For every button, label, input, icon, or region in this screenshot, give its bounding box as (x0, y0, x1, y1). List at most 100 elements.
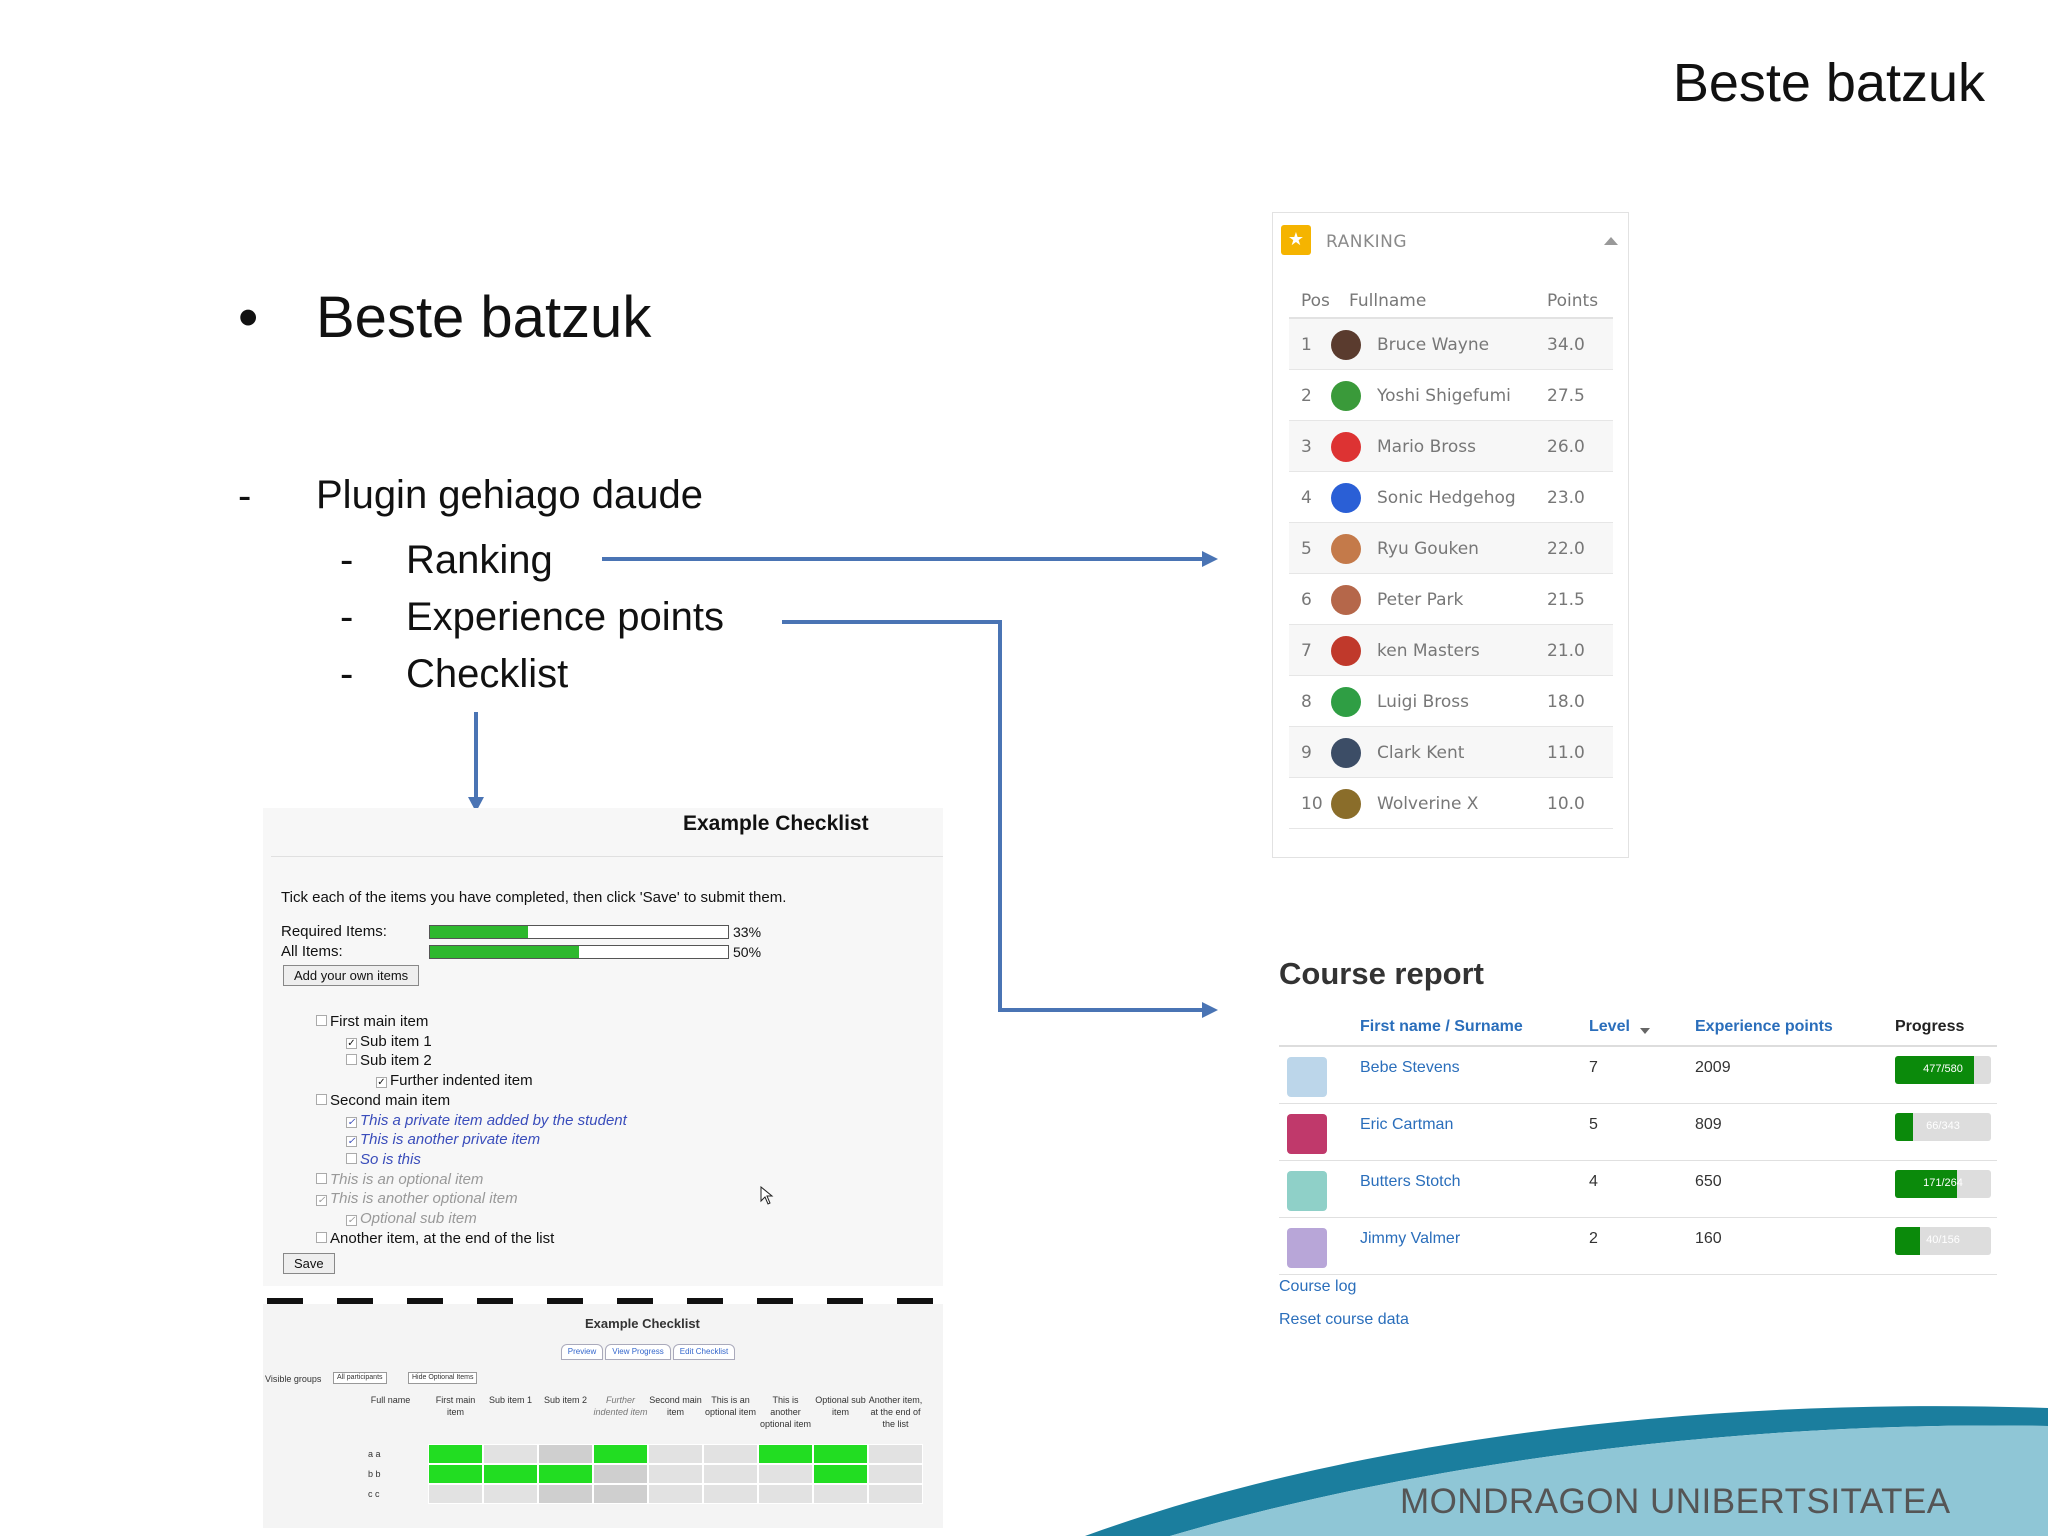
ranking-pos: 6 (1301, 590, 1312, 610)
report-cell (593, 1484, 648, 1504)
column-level[interactable]: Level (1589, 1018, 1630, 1035)
checklist-item[interactable]: So is this (346, 1151, 421, 1168)
checklist-item[interactable]: This is an optional item (316, 1171, 483, 1188)
checklist-item[interactable]: ✓Further indented item (376, 1072, 533, 1089)
ranking-points: 27.5 (1547, 386, 1585, 406)
sort-down-icon[interactable] (1640, 1028, 1650, 1034)
ranking-points: 21.5 (1547, 590, 1585, 610)
checklist-item[interactable]: ✓Sub item 1 (346, 1033, 432, 1050)
dash-segment (897, 1298, 933, 1304)
avatar (1287, 1057, 1327, 1097)
required-percent: 33% (733, 924, 762, 940)
checklist-item[interactable]: Second main item (316, 1092, 450, 1109)
arrowhead (1202, 551, 1218, 567)
ranking-name: Ryu Gouken (1377, 539, 1479, 559)
row-divider (1279, 1274, 1997, 1275)
checkbox[interactable]: ✓ (316, 1195, 327, 1207)
checkbox[interactable]: ✓ (376, 1077, 387, 1089)
item-ranking: Ranking (406, 538, 553, 582)
checklist-item[interactable]: ✓This is another optional item (316, 1190, 518, 1207)
checklist-item[interactable]: ✓This is another private item (346, 1131, 540, 1148)
report-column-header: Optional sub item (815, 1395, 866, 1417)
save-button[interactable]: Save (283, 1253, 335, 1274)
student-name-link[interactable]: Eric Cartman (1360, 1116, 1454, 1133)
slide-title: Beste batzuk (1672, 53, 1985, 113)
header-divider (1279, 1045, 1997, 1047)
column-points: Points (1547, 291, 1599, 311)
bullet-dot: • (238, 285, 259, 350)
avatar (1331, 381, 1361, 411)
report-cell (868, 1464, 923, 1484)
checkbox[interactable] (316, 1093, 327, 1105)
report-cell (593, 1464, 648, 1484)
tab-edit-checklist[interactable]: Edit Checklist (673, 1344, 735, 1360)
student-name-link[interactable]: Bebe Stevens (1360, 1059, 1460, 1076)
dash-segment (477, 1298, 513, 1304)
checklist-item[interactable]: Another item, at the end of the list (316, 1230, 554, 1247)
ranking-pos: 8 (1301, 692, 1312, 712)
student-level: 2 (1589, 1230, 1598, 1247)
ranking-pos: 7 (1301, 641, 1312, 661)
dash-segment (827, 1298, 863, 1304)
dash-segment (407, 1298, 443, 1304)
dash-marker: - (238, 474, 252, 518)
arrowhead (468, 797, 484, 812)
groups-select[interactable]: All participants (333, 1372, 387, 1384)
tab-preview[interactable]: Preview (561, 1344, 603, 1360)
checklist-item-label: Sub item 2 (360, 1052, 432, 1070)
dash-segment (617, 1298, 653, 1304)
report-cell (538, 1484, 593, 1504)
checkbox[interactable]: ✓ (346, 1116, 357, 1128)
checkbox[interactable] (346, 1152, 357, 1164)
report-cell (758, 1484, 813, 1504)
checklist-intro: Tick each of the items you have complete… (281, 889, 787, 906)
ranking-points: 23.0 (1547, 488, 1585, 508)
checklist-item[interactable]: ✓This a private item added by the studen… (346, 1112, 627, 1129)
student-name-link[interactable]: Butters Stotch (1360, 1173, 1461, 1190)
ranking-name: Bruce Wayne (1377, 335, 1490, 355)
collapse-caret-icon[interactable] (1604, 237, 1618, 245)
avatar (1331, 636, 1361, 666)
checkbox[interactable] (346, 1054, 357, 1066)
report-column-header: First main item (435, 1395, 476, 1417)
column-name[interactable]: First name / Surname (1360, 1018, 1523, 1035)
hide-optional-button[interactable]: Hide Optional Items (408, 1372, 478, 1384)
tab-view-progress[interactable]: View Progress (605, 1344, 671, 1360)
student-experience: 650 (1695, 1173, 1722, 1190)
checkbox[interactable]: ✓ (346, 1037, 357, 1049)
ranking-pos: 4 (1301, 488, 1312, 508)
item-experience-points: Experience points (406, 595, 724, 639)
checklist-item[interactable]: Sub item 2 (346, 1052, 432, 1069)
checkbox[interactable] (316, 1231, 327, 1243)
student-name-link[interactable]: Jimmy Valmer (1360, 1230, 1461, 1247)
avatar (1331, 738, 1361, 768)
checklist-item[interactable]: ✓Optional sub item (346, 1210, 477, 1227)
all-items-percent: 50% (733, 944, 762, 960)
checkbox[interactable] (316, 1172, 327, 1184)
reset-course-data-link[interactable]: Reset course data (1279, 1311, 1409, 1328)
course-log-link[interactable]: Course log (1279, 1278, 1357, 1295)
checkbox[interactable] (316, 1015, 327, 1026)
avatar (1331, 483, 1361, 513)
report-cell (813, 1464, 868, 1484)
checkbox[interactable]: ✓ (346, 1215, 357, 1226)
ranking-columns: Pos Fullname Points (1289, 279, 1613, 319)
report-column-header: Another item, at the end of the list (868, 1395, 923, 1429)
report-row-label: a a (368, 1449, 381, 1459)
checkbox[interactable]: ✓ (346, 1136, 357, 1148)
report-cell (703, 1484, 758, 1504)
student-level: 4 (1589, 1173, 1598, 1190)
student-experience: 809 (1695, 1116, 1722, 1133)
dash-marker: - (340, 538, 354, 582)
report-cell (703, 1444, 758, 1464)
column-experience[interactable]: Experience points (1695, 1018, 1833, 1035)
add-own-items-button[interactable]: Add your own items (283, 965, 420, 986)
checklist-item[interactable]: First main item (316, 1013, 428, 1030)
checklist-report-title: Example Checklist (585, 1316, 700, 1331)
checklist-item-label: So is this (360, 1150, 421, 1168)
